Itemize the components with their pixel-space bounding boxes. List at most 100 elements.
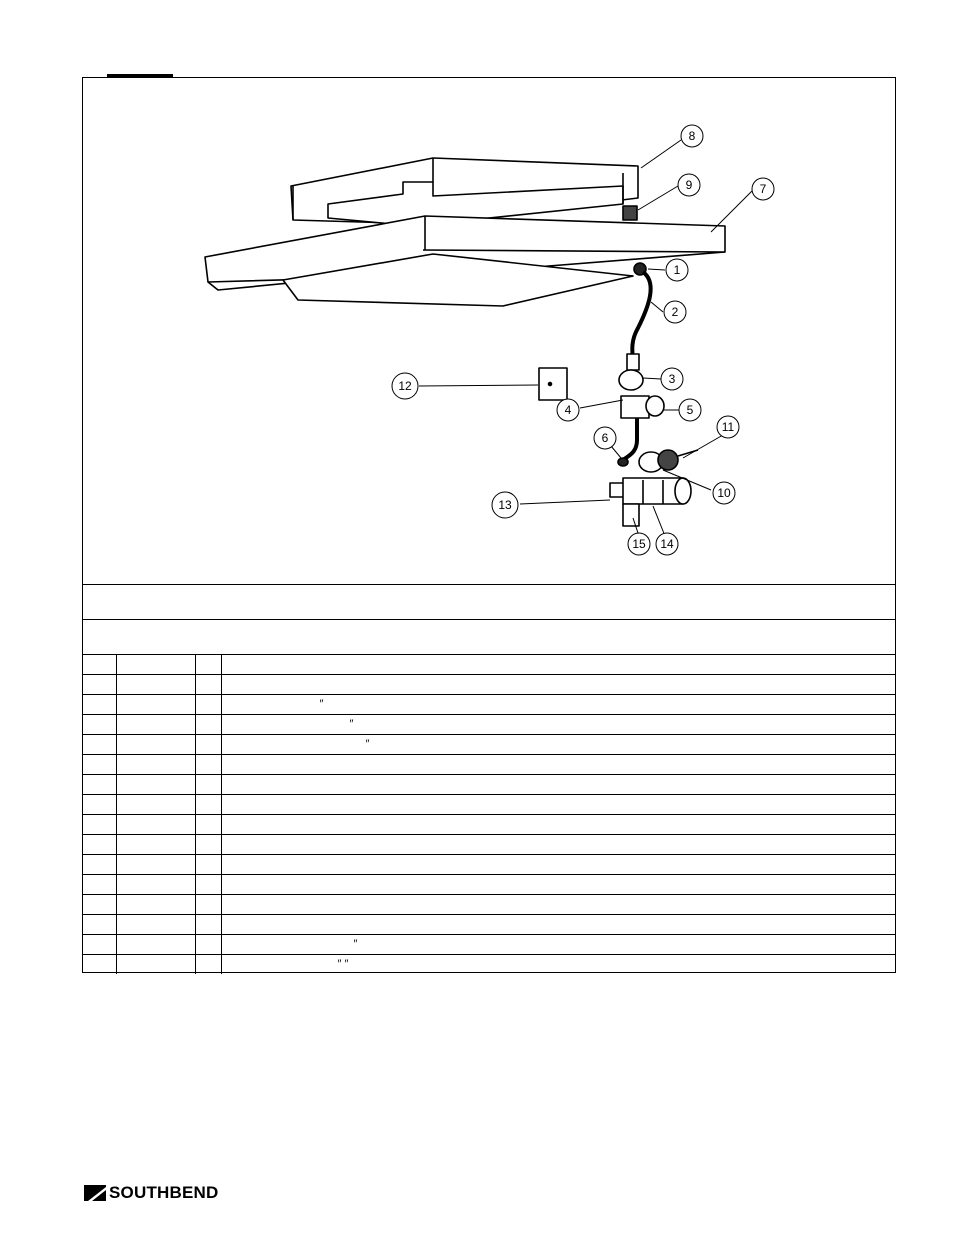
callout-label-6: 6 bbox=[602, 431, 609, 445]
cell-part-no bbox=[115, 734, 196, 755]
cell-description: ″ bbox=[220, 714, 895, 735]
cell-part-no bbox=[115, 894, 196, 915]
callout-balloon bbox=[751, 177, 775, 201]
valve-body-part bbox=[620, 395, 650, 419]
leader-line bbox=[637, 185, 679, 211]
table-row bbox=[83, 674, 895, 695]
callout-balloon bbox=[660, 367, 684, 391]
table-row bbox=[83, 794, 895, 815]
valve-knob-part bbox=[645, 395, 665, 417]
cell-description bbox=[220, 814, 895, 835]
burner-tube-part bbox=[622, 477, 684, 505]
callout-label-12: 12 bbox=[398, 379, 412, 393]
cell-item bbox=[83, 954, 117, 974]
lower-pan-shape bbox=[282, 253, 634, 307]
callout-label-14: 14 bbox=[660, 537, 674, 551]
cell-part-no bbox=[115, 754, 196, 775]
callout-balloon bbox=[716, 415, 740, 439]
cell-part-no bbox=[115, 934, 196, 955]
cell-description bbox=[220, 854, 895, 875]
cell-description bbox=[220, 894, 895, 915]
diagram-svg: 8 9 7 1 2 3 4 5 6 11 10 12 13 14 15 bbox=[204, 124, 775, 556]
cell-item bbox=[83, 854, 117, 875]
callout-balloon bbox=[677, 173, 701, 197]
table-row bbox=[83, 874, 895, 895]
cell-item bbox=[83, 874, 117, 895]
callout-label-9: 9 bbox=[686, 178, 693, 192]
southbend-logo: SOUTHBEND bbox=[84, 1183, 218, 1202]
cell-item bbox=[83, 894, 117, 915]
callout-balloon bbox=[655, 532, 679, 556]
cell-item bbox=[83, 934, 117, 955]
callout-label-2: 2 bbox=[672, 305, 679, 319]
cell-qty bbox=[194, 834, 222, 855]
callout-balloon bbox=[491, 491, 519, 519]
southbend-logo-mark-icon bbox=[84, 1185, 106, 1201]
cell-part-no bbox=[115, 694, 196, 715]
cell-item bbox=[83, 914, 117, 935]
header-tab-rule bbox=[107, 74, 173, 77]
leader-line bbox=[710, 189, 754, 233]
exploded-parts-diagram: 8 9 7 1 2 3 4 5 6 11 10 12 13 14 15 bbox=[83, 78, 897, 584]
cell-part-no bbox=[115, 654, 196, 675]
callout-balloon bbox=[712, 481, 736, 505]
leader-line bbox=[682, 434, 724, 459]
cell-qty bbox=[194, 874, 222, 895]
cell-item bbox=[83, 734, 117, 755]
table-row bbox=[83, 754, 895, 775]
cell-part-no bbox=[115, 954, 196, 974]
table-row bbox=[83, 654, 895, 675]
table-row bbox=[83, 914, 895, 935]
cell-part-no bbox=[115, 854, 196, 875]
callout-balloon bbox=[680, 124, 704, 148]
table-row bbox=[83, 774, 895, 795]
cell-description: ″ bbox=[220, 734, 895, 755]
cell-qty bbox=[194, 854, 222, 875]
leader-line bbox=[640, 139, 682, 169]
leader-line bbox=[647, 268, 666, 271]
cell-description bbox=[220, 914, 895, 935]
caption-row-2 bbox=[83, 619, 895, 654]
callout-balloon bbox=[663, 300, 687, 324]
cell-part-no bbox=[115, 774, 196, 795]
cell-item bbox=[83, 774, 117, 795]
cell-item bbox=[83, 754, 117, 775]
callout-label-8: 8 bbox=[689, 129, 696, 143]
parts-list-table: ″″″″″ ″ bbox=[83, 654, 895, 974]
cell-description: ″ ″ bbox=[220, 954, 895, 974]
callout-balloon bbox=[391, 372, 419, 400]
cell-qty bbox=[194, 714, 222, 735]
callout-label-7: 7 bbox=[760, 182, 767, 196]
cell-description bbox=[220, 874, 895, 895]
cell-part-no bbox=[115, 834, 196, 855]
cell-qty bbox=[194, 934, 222, 955]
leader-line bbox=[650, 301, 664, 313]
parts-list-body: ″″″″″ ″ bbox=[83, 654, 895, 974]
callout-label-1: 1 bbox=[674, 263, 681, 277]
table-row: ″ bbox=[83, 934, 895, 955]
callout-balloon bbox=[627, 532, 651, 556]
cell-part-no bbox=[115, 874, 196, 895]
callout-label-10: 10 bbox=[717, 486, 731, 500]
cell-description bbox=[220, 834, 895, 855]
cell-qty bbox=[194, 894, 222, 915]
table-row bbox=[83, 854, 895, 875]
leader-line bbox=[642, 377, 662, 380]
leader-line bbox=[662, 469, 712, 491]
leader-line bbox=[610, 445, 622, 459]
cell-item bbox=[83, 674, 117, 695]
elbow-part bbox=[618, 369, 644, 391]
cell-qty bbox=[194, 734, 222, 755]
callout-label-11: 11 bbox=[722, 420, 735, 434]
leader-line bbox=[418, 384, 539, 387]
table-row: ″ bbox=[83, 714, 895, 735]
cell-item bbox=[83, 714, 117, 735]
cell-qty bbox=[194, 694, 222, 715]
callout-label-4: 4 bbox=[565, 403, 572, 417]
table-row: ″ bbox=[83, 694, 895, 715]
cell-description: ″ bbox=[220, 934, 895, 955]
callout-balloon bbox=[678, 398, 702, 422]
cell-part-no bbox=[115, 814, 196, 835]
cell-qty bbox=[194, 654, 222, 675]
parts-diagram-frame: 8 9 7 1 2 3 4 5 6 11 10 12 13 14 15 ″″″″… bbox=[82, 77, 897, 974]
